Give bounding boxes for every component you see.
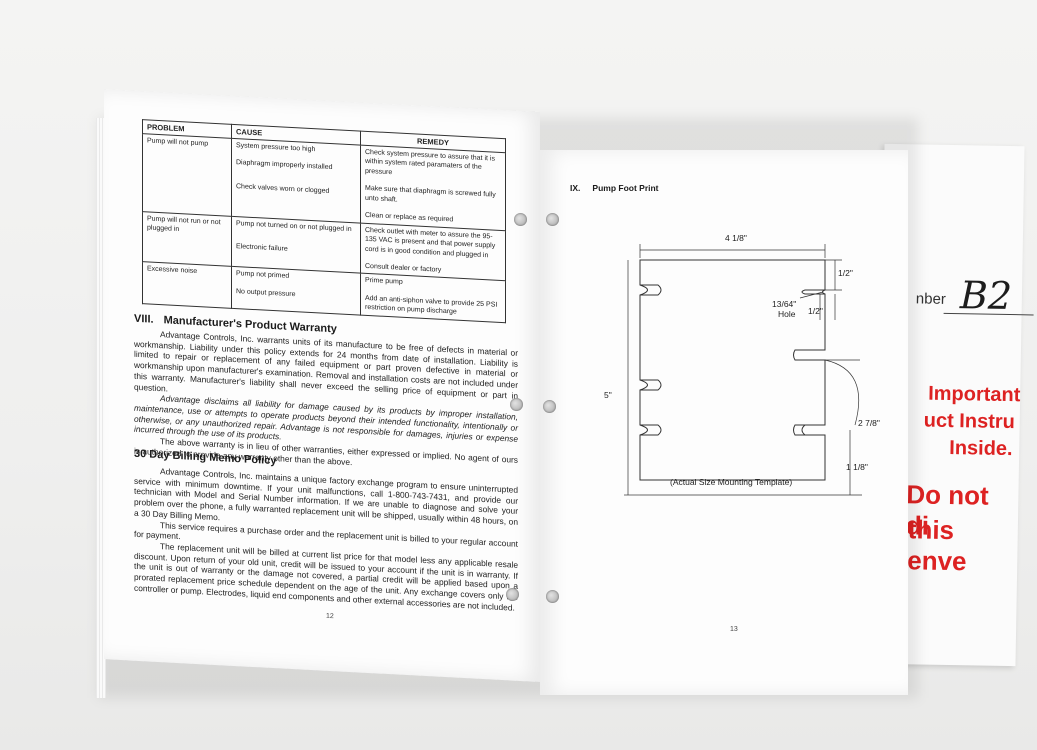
page-number: 12 [326,612,334,621]
envelope-red-text: this enve [907,514,967,577]
envelope-handwritten-number: B2 [959,273,1013,319]
dim-width-label: 4 1/8" [725,233,747,243]
slot-left [640,379,662,391]
pump-footprint-diagram: 4 1/8" 5" 1/2" 13/64" Hole 1/2" 2 7/8" 1… [604,230,900,530]
template-label: (Actual Size Mounting Template) [670,477,793,487]
page-edges [96,118,106,698]
table-cell-cause: System pressure too high Diaphragm impro… [231,138,361,223]
envelope-red-text: Inside. [949,436,1013,461]
dim-bottom-label: 1 1/8" [846,462,868,472]
envelope-number-label: nber [915,290,947,308]
cause-text: Electronic failure [236,243,288,253]
remedy-text: Add an anti-siphon valve to provide 25 P… [365,294,498,316]
dim-hole-word: Hole [778,309,796,319]
remedy-text: Check outlet with meter to assure the 95… [365,226,496,259]
table-cell-problem: Pump will not run or not plugged in [142,211,232,267]
cause-text: System pressure too high [236,142,316,154]
cause-text: Pump not turned on or not plugged in [236,219,352,233]
table-cell-problem: Excessive noise [142,262,232,309]
binder-hole [546,213,559,226]
binder-hole [510,398,523,411]
binder-hole [514,213,527,226]
warranty-section-number: VIII. [134,312,154,326]
remedy-text: Check system pressure to assure that it … [365,148,495,177]
cause-text: No output pressure [236,287,296,299]
slot-left [640,424,662,436]
dim-mid-label: 2 7/8" [858,418,880,428]
cause-text: Diaphragm improperly installed [236,159,333,172]
table-cell-problem: Pump will not pump [142,133,232,216]
slot-right [801,289,825,295]
envelope-red-text: Important [928,382,1021,407]
slot-left [640,284,662,296]
cause-text: Check valves worn or clogged [236,182,330,195]
billing-body: Advantage Controls, Inc. maintains a uni… [134,465,518,614]
binder-hole [546,590,559,603]
table-cell-remedy: Prime pump Add an anti-siphon valve to p… [360,273,506,323]
dim-hole-label: 13/64" [772,299,797,309]
section-heading: IX. Pump Foot Print [570,183,659,193]
table-cell-remedy: Check system pressure to assure that it … [360,145,506,231]
dim-hole-offset-label: 1/2" [808,306,823,316]
envelope-red-text: uct Instru [923,409,1016,434]
manual-page-12: PROBLEM CAUSE REMEDY Pump will not pump … [104,89,540,682]
template-outline [639,259,826,481]
footprint-drawing [624,244,862,496]
page-number: 13 [730,626,738,633]
hole-leader [799,291,824,299]
table-cell-cause: Pump not primed No output pressure [231,266,361,315]
cause-text: Pump not primed [236,270,290,281]
dim-curve-mid [824,359,859,426]
binder-hole [543,400,556,413]
slot-right [801,424,825,436]
dim-height-label: 5" [604,390,612,400]
table-cell-cause: Pump not turned on or not plugged in Ele… [231,215,361,274]
binder-hole [506,588,519,601]
dim-top-offset-label: 1/2" [838,268,853,278]
manual-page-13: IX. Pump Foot Print [540,150,908,695]
table-cell-remedy: Check outlet with meter to assure the 95… [360,222,506,282]
remedy-text: Make sure that diaphragm is screwed full… [365,185,496,204]
section-number: IX. [570,183,581,193]
troubleshooting-table: PROBLEM CAUSE REMEDY Pump will not pump … [142,119,506,323]
section-title: Pump Foot Print [592,183,659,193]
